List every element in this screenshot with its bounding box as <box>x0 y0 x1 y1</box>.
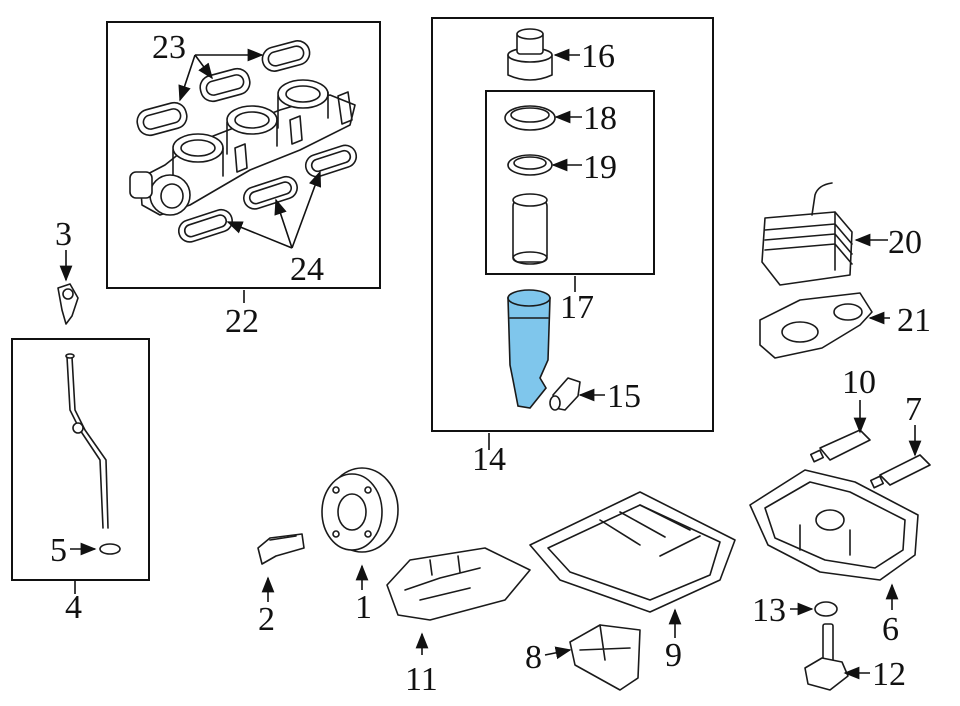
callout-9: 9 <box>665 637 682 674</box>
oil-pan-6 <box>749 469 919 581</box>
callout-5: 5 <box>50 532 67 569</box>
callout-1: 1 <box>355 589 372 626</box>
callout-15: 15 <box>607 378 641 415</box>
crankshaft-pulley <box>321 467 399 553</box>
oil-pan-9 <box>529 491 736 613</box>
oil-pan-baffle-11 <box>386 547 531 621</box>
oil-cooler-gasket <box>759 292 873 359</box>
callout-24: 24 <box>290 251 324 288</box>
sealant-tube-10 <box>809 429 871 463</box>
callout-11: 11 <box>405 661 438 698</box>
intake-manifold <box>129 79 356 216</box>
filter-housing-highlighted <box>507 289 551 409</box>
dipstick-handle-3 <box>57 283 79 325</box>
oil-level-sensor-12 <box>804 623 849 691</box>
callout-13: 13 <box>752 592 786 629</box>
dipstick-group-box <box>11 338 150 581</box>
callout-8: 8 <box>525 639 542 676</box>
oil-cooler <box>761 182 853 286</box>
o-ring-13 <box>814 601 838 617</box>
sealant-tube-7 <box>869 454 931 489</box>
callout-3: 3 <box>55 216 72 253</box>
callout-16: 16 <box>581 38 615 75</box>
callout-14: 14 <box>472 441 506 478</box>
callout-12: 12 <box>872 656 906 693</box>
intake-manifold-group-box <box>106 21 381 289</box>
callout-4: 4 <box>65 589 82 626</box>
callout-17: 17 <box>560 289 594 326</box>
dipstick-tube <box>65 353 109 529</box>
callout-18: 18 <box>583 100 617 137</box>
gasket-24-set <box>177 144 358 243</box>
sensor-15 <box>549 377 581 411</box>
bracket-8 <box>569 624 641 691</box>
pulley-bolt <box>257 533 305 565</box>
callout-2: 2 <box>258 601 275 638</box>
callout-7: 7 <box>905 391 922 428</box>
callout-6: 6 <box>882 611 899 648</box>
callout-20: 20 <box>888 224 922 261</box>
oil-filter-group-box <box>431 17 714 432</box>
filter-element <box>512 193 548 265</box>
filter-cap <box>507 28 553 81</box>
o-ring-19 <box>507 154 553 176</box>
callout-10: 10 <box>842 364 876 401</box>
filter-element-subgroup-box <box>485 90 655 275</box>
gasket-23-set <box>136 40 311 137</box>
o-ring-5 <box>99 543 121 555</box>
callout-19: 19 <box>583 149 617 186</box>
callout-21: 21 <box>897 302 931 339</box>
callout-22: 22 <box>225 303 259 340</box>
callout-23: 23 <box>152 29 186 66</box>
o-ring-18 <box>504 105 556 131</box>
